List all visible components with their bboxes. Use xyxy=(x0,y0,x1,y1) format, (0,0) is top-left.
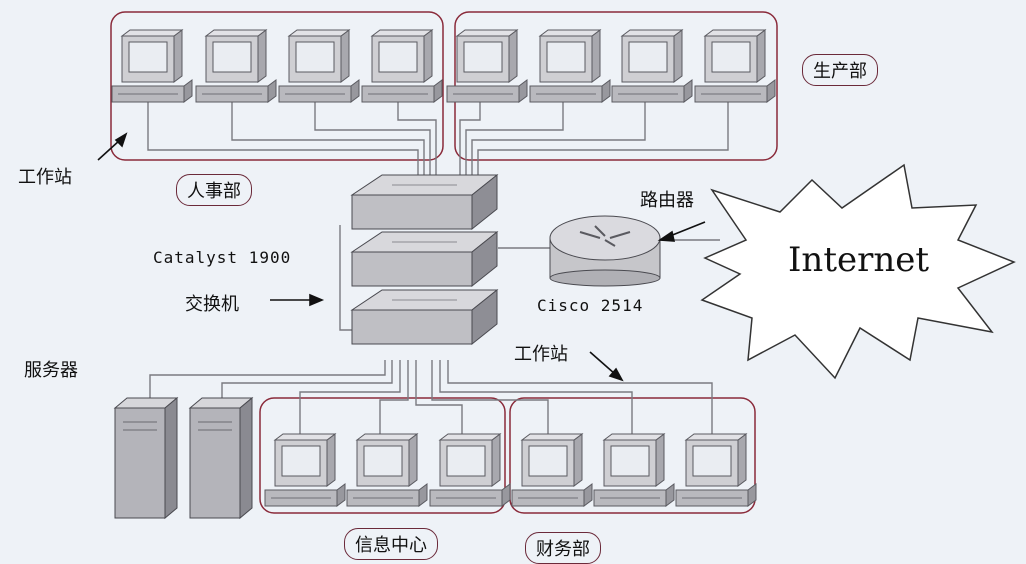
switch-icon xyxy=(351,231,498,287)
workstation-icon xyxy=(264,433,346,507)
workstation-icon xyxy=(593,433,675,507)
workstation-icon xyxy=(529,29,611,103)
workstation-icon xyxy=(446,29,528,103)
router-icon xyxy=(549,215,661,287)
info-center-label: 信息中心 xyxy=(344,528,438,560)
bottom-cables xyxy=(149,225,720,440)
workstation-label-top: 工作站 xyxy=(18,167,72,188)
server-icon xyxy=(114,397,178,519)
info-center-group xyxy=(259,397,506,514)
workstation-icon xyxy=(694,29,776,103)
workstation-icon xyxy=(361,29,443,103)
workstation-icon xyxy=(611,29,693,103)
production-dept-label: 生产部 xyxy=(802,54,878,86)
top-cables xyxy=(147,100,729,185)
switch-label: 交换机 xyxy=(185,294,239,315)
arrow-icon xyxy=(97,132,706,382)
internet-label: Internet xyxy=(788,240,930,280)
workstation-icon xyxy=(111,29,193,103)
workstation-label-bottom: 工作站 xyxy=(514,344,568,365)
server-label: 服务器 xyxy=(24,360,78,381)
switch-icon xyxy=(351,289,498,345)
cisco-label: Cisco 2514 xyxy=(537,296,644,315)
hr-dept-group xyxy=(110,11,444,161)
workstation-icon xyxy=(195,29,277,103)
internet-cloud-icon xyxy=(700,163,1016,380)
router-label: 路由器 xyxy=(640,190,694,211)
workstation-icon xyxy=(675,433,757,507)
workstation-icon xyxy=(429,433,511,507)
workstation-icon xyxy=(278,29,360,103)
workstation-icon xyxy=(511,433,593,507)
finance-dept-label: 财务部 xyxy=(525,532,601,564)
workstation-icon xyxy=(346,433,428,507)
catalyst-label: Catalyst 1900 xyxy=(153,248,292,267)
server-icon xyxy=(189,397,253,519)
hr-dept-label: 人事部 xyxy=(176,174,252,206)
switch-icon xyxy=(351,174,498,230)
